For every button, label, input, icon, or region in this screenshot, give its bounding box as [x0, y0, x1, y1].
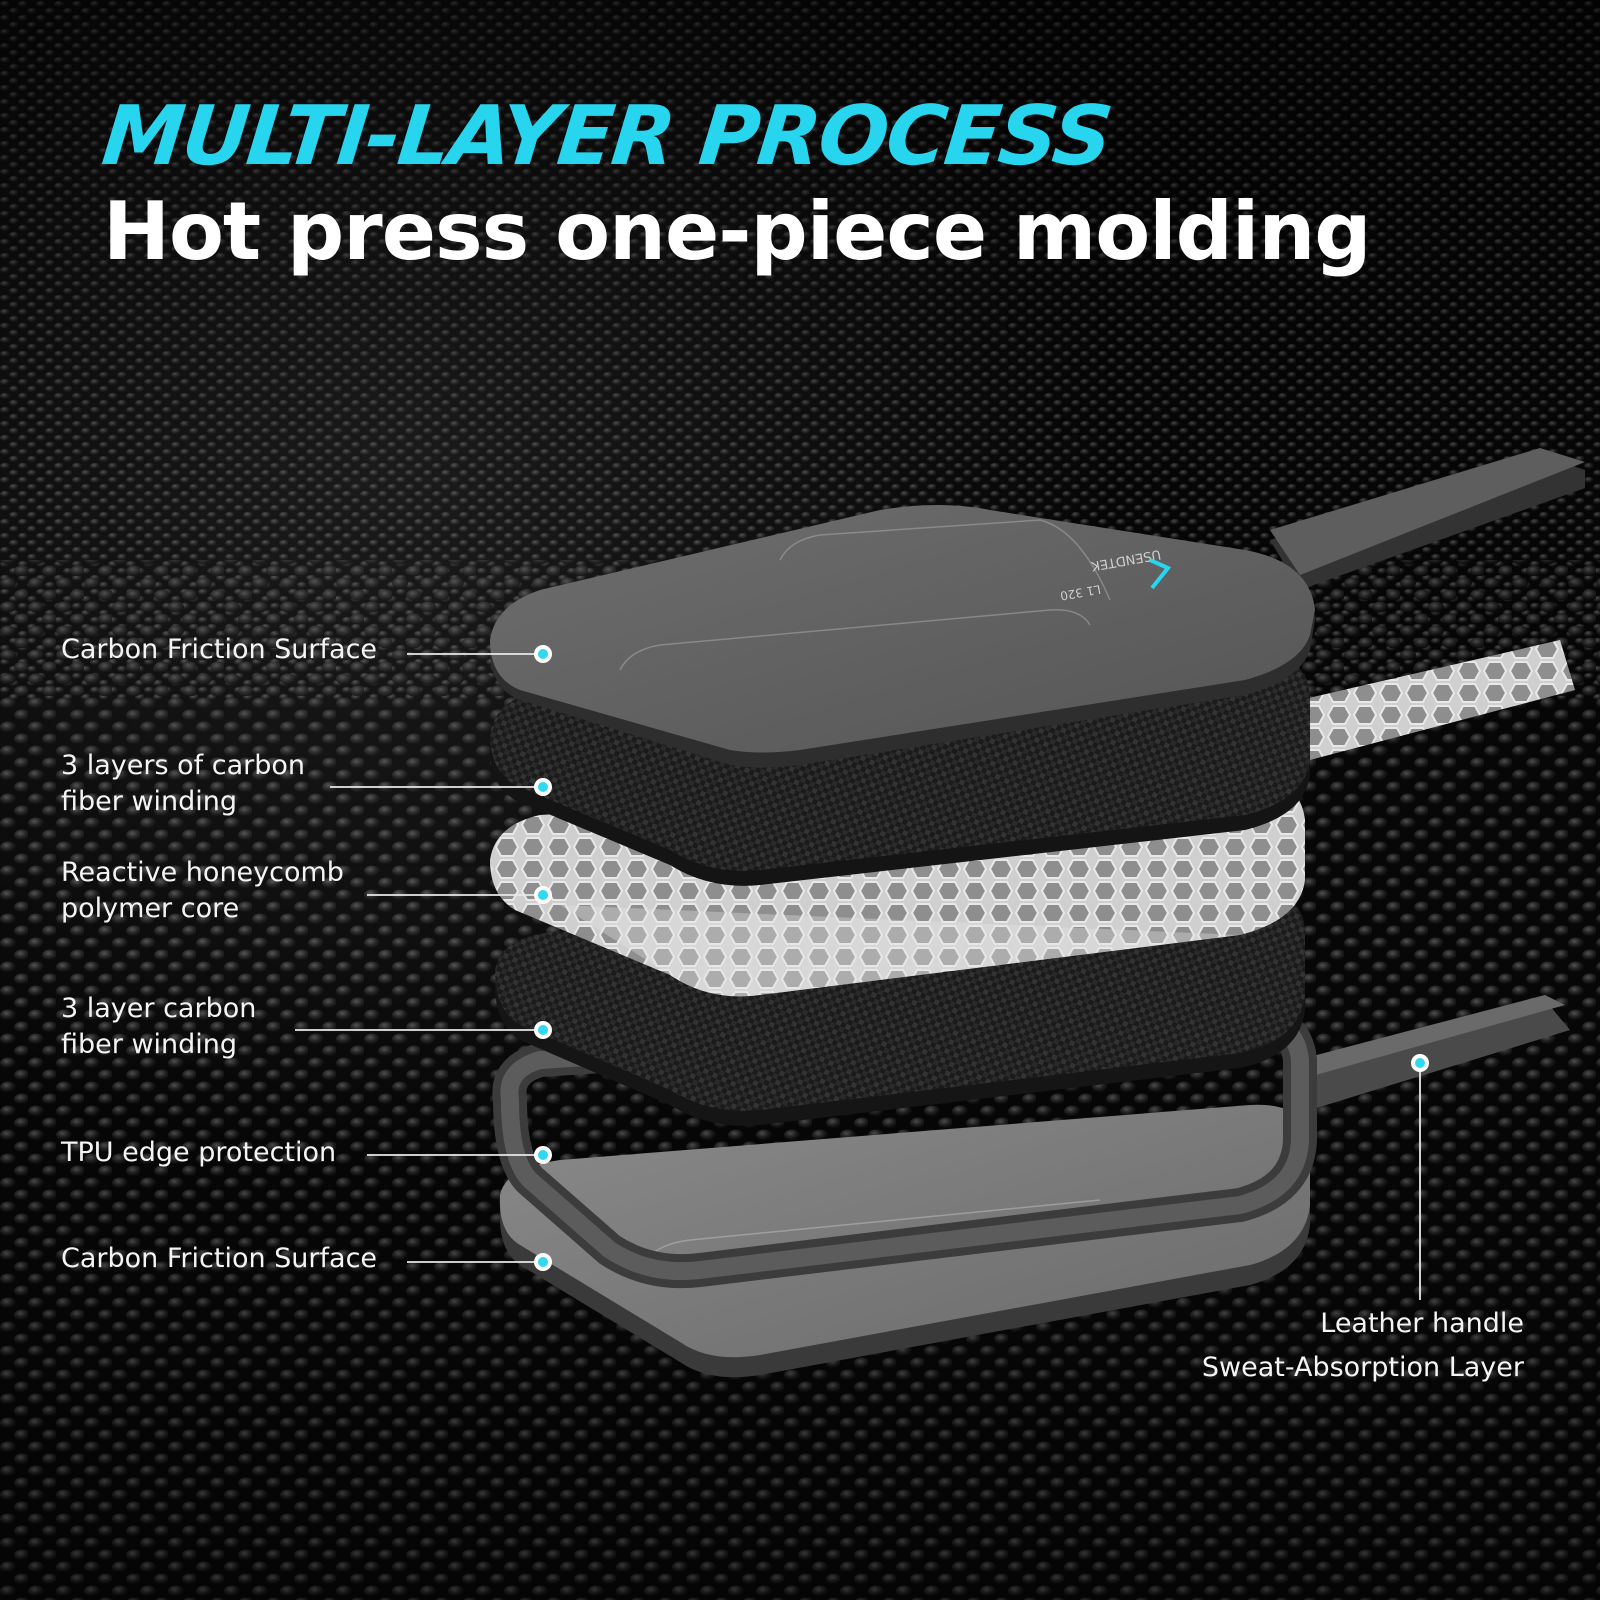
label-bottom-surface: Carbon Friction Surface	[61, 1241, 377, 1277]
label-edge-text: TPU edge protection	[61, 1137, 337, 1168]
subheadline: Hot press one-piece molding	[103, 185, 1372, 278]
label-bottom-fiber-line1: 3 layer carbon	[61, 993, 257, 1024]
label-handle-line2: Sweat-Absorption Layer	[1201, 1352, 1524, 1383]
label-handle: Leather handle Sweat-Absorption Layer	[1202, 1302, 1524, 1390]
top-friction-surface: USENDTEK L1 320	[490, 448, 1585, 768]
label-bottom-fiber-line2: fiber winding	[61, 1029, 238, 1060]
label-top-surface-text: Carbon Friction Surface	[61, 634, 378, 665]
label-handle-line1: Leather handle	[1320, 1308, 1524, 1339]
callout-dot-icon	[534, 1253, 552, 1271]
callout-dot-icon	[534, 1021, 552, 1039]
callout-dot-icon	[534, 1146, 552, 1164]
callout-dot-icon	[534, 778, 552, 796]
headline: MULTI-LAYER PROCESS	[98, 89, 1116, 184]
label-top-surface: Carbon Friction Surface	[61, 632, 377, 668]
callout-dots	[534, 645, 1429, 1271]
label-core-line2: polymer core	[61, 893, 240, 924]
label-edge: TPU edge protection	[61, 1135, 336, 1171]
label-top-fiber: 3 layers of carbon fiber winding	[61, 748, 305, 820]
label-core-line1: Reactive honeycomb	[61, 857, 344, 888]
callout-dot-icon	[534, 645, 552, 663]
callout-dot-icon	[534, 886, 552, 904]
label-core: Reactive honeycomb polymer core	[61, 855, 344, 927]
label-bottom-surface-text: Carbon Friction Surface	[61, 1243, 378, 1274]
label-bottom-fiber: 3 layer carbon fiber winding	[61, 991, 256, 1063]
callout-dot-icon	[1411, 1054, 1429, 1072]
callout-lines	[295, 653, 1421, 1300]
label-top-fiber-line2: fiber winding	[61, 786, 238, 817]
label-top-fiber-line1: 3 layers of carbon	[61, 750, 306, 781]
